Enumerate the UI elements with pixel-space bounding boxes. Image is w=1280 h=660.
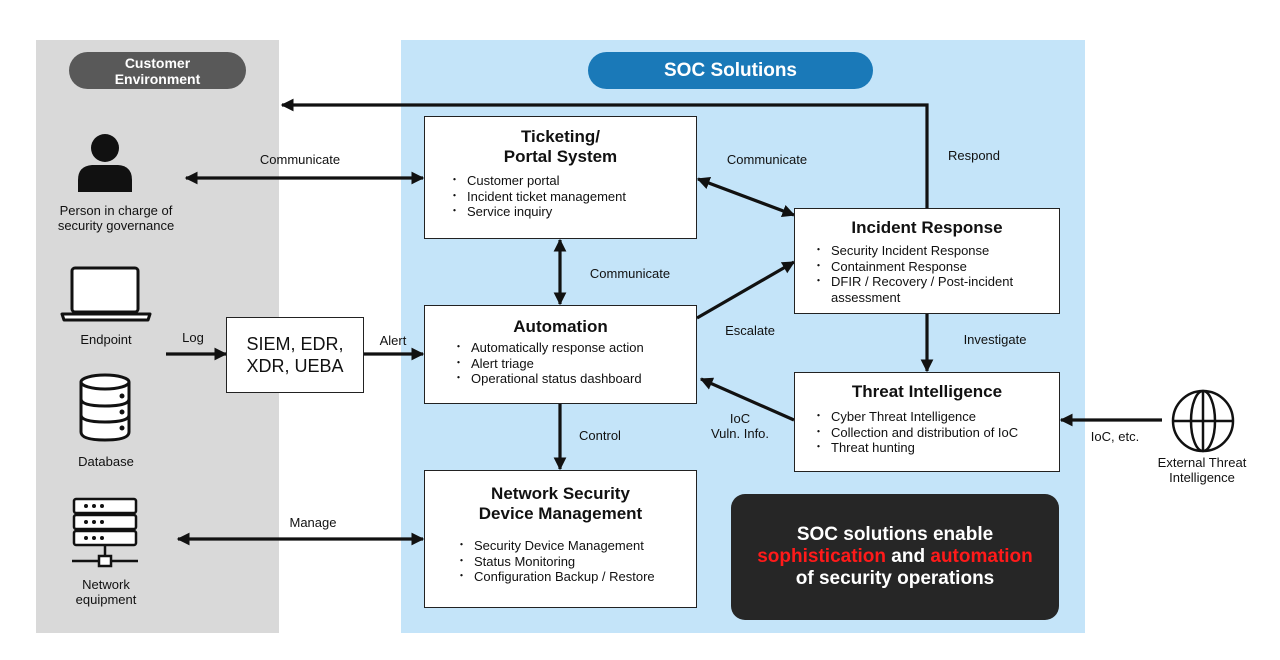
nsdm-title-line2: Device Management xyxy=(478,504,643,523)
label-communicate-ticket-automation: Communicate xyxy=(589,266,671,281)
list-item: Incident ticket management xyxy=(449,189,696,205)
soc-solutions-title: SOC Solutions xyxy=(588,52,873,89)
globe-icon xyxy=(1171,389,1235,453)
list-item: DFIR / Recovery / Post-incident assessme… xyxy=(813,274,1045,305)
label-vuln-info: Vuln. Info. xyxy=(710,426,770,441)
label-manage: Manage xyxy=(289,515,337,530)
label-alert: Alert xyxy=(379,333,407,348)
list-item: Service inquiry xyxy=(449,204,696,220)
person-label: Person in charge of security governance xyxy=(57,203,175,233)
arrow-ioc-vuln xyxy=(699,377,795,422)
callout-line1: SOC solutions enable xyxy=(796,524,994,545)
label-communicate-person: Communicate xyxy=(259,152,341,167)
network-equipment-icon xyxy=(72,497,138,568)
customer-environment-title: Customer Environment xyxy=(69,52,246,89)
label-respond: Respond xyxy=(947,148,1001,163)
database-label: Database xyxy=(78,454,134,469)
siem-edr-xdr-ueba-box: SIEM, EDR, XDR, UEBA xyxy=(226,317,364,393)
nsdm-title-line1: Network Security xyxy=(491,484,630,503)
incident-title: Incident Response xyxy=(851,218,1003,237)
label-ioc: IoC xyxy=(729,411,751,426)
list-item: Status Monitoring xyxy=(456,554,696,570)
list-item: Cyber Threat Intelligence xyxy=(813,409,1049,425)
list-item: Operational status dashboard xyxy=(453,371,696,387)
arrow-communicate-ticket-incident xyxy=(696,177,796,217)
ticketing-portal-box: Ticketing/ Portal System Customer portal… xyxy=(424,116,697,239)
automation-title: Automation xyxy=(513,317,608,336)
arrow-respond xyxy=(280,98,929,208)
external-threat-intelligence-label: External Threat Intelligence xyxy=(1157,455,1247,485)
list-item: Threat hunting xyxy=(813,440,1049,456)
laptop-icon xyxy=(60,266,152,322)
threat-title: Threat Intelligence xyxy=(851,382,1003,401)
label-control: Control xyxy=(579,428,621,443)
arrow-escalate xyxy=(696,260,796,320)
label-ioc-etc: IoC, etc. xyxy=(1090,429,1140,444)
callout-and: and xyxy=(886,546,931,567)
siem-label: SIEM, EDR, XDR, UEBA xyxy=(246,334,344,376)
callout-line2: sophistication and automation xyxy=(757,546,1033,568)
database-icon xyxy=(79,373,131,442)
list-item: Automatically response action xyxy=(453,340,696,356)
list-item: Security Incident Response xyxy=(813,243,1045,259)
list-item: Customer portal xyxy=(449,173,696,189)
label-communicate-ticket-incident: Communicate xyxy=(726,152,808,167)
label-investigate: Investigate xyxy=(963,332,1027,347)
incident-response-box: Incident Response Security Incident Resp… xyxy=(794,208,1060,314)
network-security-device-management-box: Network Security Device Management Secur… xyxy=(424,470,697,608)
callout-sophistication: sophistication xyxy=(757,546,887,567)
person-icon xyxy=(78,134,132,192)
list-item: Collection and distribution of IoC xyxy=(813,425,1049,441)
ticketing-title-line1: Ticketing/ xyxy=(520,127,601,146)
network-equipment-label: Network equipment xyxy=(75,577,137,607)
list-item: Containment Response xyxy=(813,259,1045,275)
ticketing-title-line2: Portal System xyxy=(503,147,618,166)
label-escalate: Escalate xyxy=(725,323,775,338)
label-log: Log xyxy=(182,330,204,345)
list-item: Alert triage xyxy=(453,356,696,372)
threat-intelligence-box: Threat Intelligence Cyber Threat Intelli… xyxy=(794,372,1060,472)
endpoint-label: Endpoint xyxy=(80,332,132,347)
automation-box: Automation Automatically response action… xyxy=(424,305,697,404)
list-item: Security Device Management xyxy=(456,538,696,554)
soc-callout: SOC solutions enable sophistication and … xyxy=(731,494,1059,620)
callout-automation: automation xyxy=(930,546,1033,567)
callout-line3: of security operations xyxy=(795,568,995,589)
list-item: Configuration Backup / Restore xyxy=(456,569,696,585)
